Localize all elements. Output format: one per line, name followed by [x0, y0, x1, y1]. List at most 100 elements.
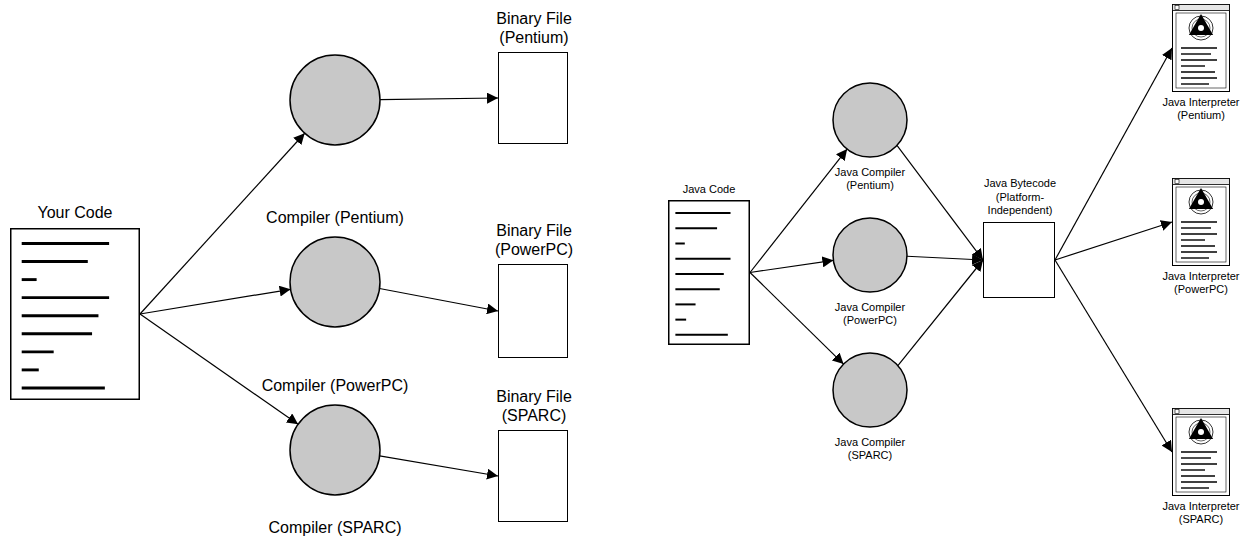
code-line: [22, 242, 109, 245]
code-line: [675, 273, 723, 275]
code-line: [22, 260, 88, 263]
node-label-box: Compiler (SPARC): [245, 518, 425, 537]
node-label-box: Binary File (SPARC): [479, 387, 589, 425]
source-document: Your Code: [10, 228, 140, 400]
flow-arrow: [898, 260, 983, 366]
logo-center: [1198, 429, 1204, 435]
node-label-box: Java Compiler (PowerPC): [826, 301, 914, 327]
doc-outline: [10, 228, 140, 400]
node-label-box: Java Interpreter (Pentium): [1155, 96, 1247, 122]
node-label: Binary File (SPARC): [496, 388, 572, 424]
binary-file-box: Binary File (PowerPC): [498, 264, 568, 358]
flow-arrow: [750, 273, 844, 365]
flow-arrow: [380, 456, 498, 476]
node-label: Compiler (Pentium): [266, 209, 404, 226]
code-line: [22, 368, 39, 371]
code-line: [675, 334, 727, 336]
node-label-box: Binary File (PowerPC): [479, 221, 589, 259]
text-line: [1181, 77, 1217, 78]
text-line: [1181, 59, 1217, 60]
text-line: [1181, 257, 1209, 258]
window-titlebar: [1173, 5, 1230, 11]
logo-triangle: [1189, 14, 1213, 35]
node-label: Java Interpreter (Pentium): [1162, 96, 1239, 121]
circle-outline: [833, 353, 907, 427]
window-close-box: [1175, 410, 1179, 414]
node-label: Java Code: [683, 183, 736, 195]
circle-outline: [832, 217, 908, 293]
flow-arrow: [140, 289, 291, 314]
binary-file-box: Binary File (Pentium): [498, 52, 568, 144]
code-line: [675, 288, 719, 290]
compiler-circle: Compiler (Pentium): [289, 54, 381, 146]
circle-outline: [833, 83, 907, 157]
document-outline: [11, 229, 140, 400]
node-label: Compiler (PowerPC): [262, 377, 409, 394]
node-label-box: Java Interpreter (SPARC): [1155, 500, 1247, 526]
logo-center: [1198, 25, 1204, 31]
node-label: Binary File (PowerPC): [495, 222, 573, 258]
code-line: [22, 332, 92, 335]
interpreter-window: Java Interpreter (Pentium): [1172, 4, 1230, 92]
flow-arrow: [380, 289, 498, 311]
text-line: [1181, 227, 1211, 228]
code-line: [22, 350, 54, 353]
node-label-box: Java Compiler (SPARC): [826, 436, 914, 462]
code-line: [22, 278, 37, 281]
text-line: [1181, 457, 1211, 458]
window-titlebar: [1173, 409, 1230, 415]
text-line: [1181, 487, 1209, 488]
code-line: [675, 243, 684, 245]
code-line: [675, 227, 717, 229]
text-line: [1181, 71, 1215, 72]
flow-arrow: [140, 314, 298, 424]
node-label: Java Interpreter (SPARC): [1162, 500, 1239, 525]
window-titlebar: [1173, 179, 1230, 185]
node-label-box: Java Code: [669, 183, 749, 196]
compiler-circle: Java Compiler (Pentium): [832, 82, 908, 158]
text-line: [1181, 65, 1205, 66]
window-page: [1176, 187, 1226, 262]
compiler-circle: Compiler (SPARC): [289, 404, 381, 496]
node-label-box: Binary File (Pentium): [479, 9, 589, 47]
circle-outline: [289, 236, 381, 328]
flow-arrow: [1055, 222, 1172, 260]
compiler-circle: Java Compiler (PowerPC): [832, 217, 908, 293]
document-outline: [669, 201, 750, 345]
flow-arrow: [1055, 260, 1172, 452]
doc-outline: [668, 200, 750, 345]
code-line: [675, 258, 730, 260]
circle-outline: [290, 237, 380, 327]
window-page: [1176, 13, 1226, 88]
text-line: [1181, 83, 1209, 84]
node-label: Java Bytecode (Platform-Independent): [984, 177, 1056, 215]
node-label: Java Compiler (SPARC): [835, 436, 905, 461]
node-label-box: Java Bytecode (Platform-Independent): [978, 177, 1062, 217]
node-label-box: Compiler (Pentium): [245, 208, 425, 227]
text-line: [1181, 245, 1215, 246]
node-label: Binary File (Pentium): [496, 10, 572, 46]
code-line: [675, 303, 695, 305]
flow-arrow: [907, 256, 983, 260]
source-document: Java Code: [668, 200, 750, 345]
text-line: [1181, 239, 1205, 240]
node-label-box: Java Compiler (Pentium): [826, 166, 914, 192]
logo-center: [1198, 199, 1204, 205]
text-line: [1181, 47, 1217, 48]
text-line: [1181, 475, 1215, 476]
node-label-box: Compiler (PowerPC): [245, 376, 425, 395]
circle-outline: [289, 404, 381, 496]
text-line: [1181, 481, 1217, 482]
text-line: [1181, 463, 1217, 464]
interpreter-window: Java Interpreter (PowerPC): [1172, 178, 1230, 266]
interpreter-window: Java Interpreter (SPARC): [1172, 408, 1230, 496]
flow-arrow: [897, 145, 983, 260]
node-label-box: Java Interpreter (PowerPC): [1155, 270, 1247, 296]
compiler-circle: Compiler (PowerPC): [289, 236, 381, 328]
text-line: [1181, 469, 1205, 470]
text-line: [1181, 53, 1211, 54]
window-close-box: [1175, 6, 1179, 10]
code-line: [22, 296, 109, 299]
node-label: Compiler (SPARC): [268, 519, 401, 536]
bytecode-box: Java Bytecode (Platform-Independent): [983, 222, 1055, 298]
